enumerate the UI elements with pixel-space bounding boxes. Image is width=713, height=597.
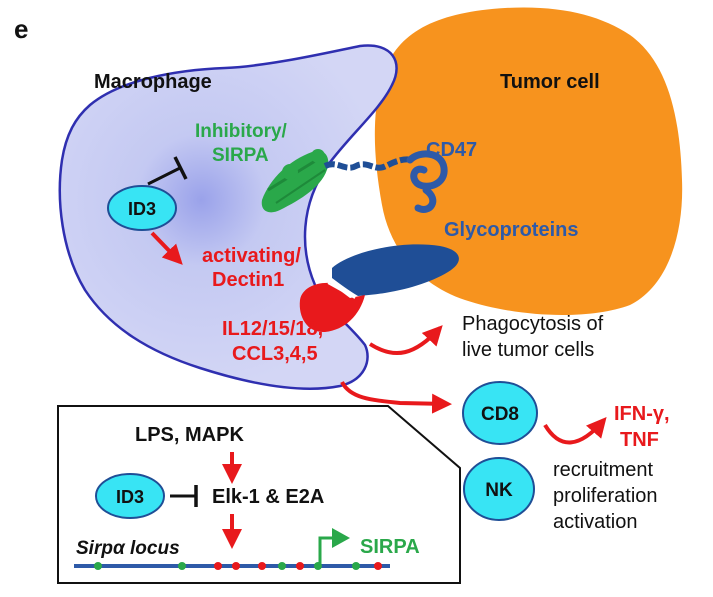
sirpa-receptor-label: SIRPA [212,145,269,166]
lps-mapk-label: LPS, MAPK [135,424,244,446]
cytokines-line2: CCL3,4,5 [232,343,318,365]
phagocytosis-line2: live tumor cells [462,339,594,361]
nk-cell [463,457,535,521]
cytokines-line1: IL12/15/18, [222,318,323,340]
cd47-label: CD47 [426,139,477,161]
inset-box [57,405,461,584]
glycoprotein-shape [332,244,459,296]
dna-sites [94,562,382,570]
activation-label: activation [553,511,638,533]
cd47-chain [323,156,413,171]
sirpa-gene-label: SIRPA [360,536,420,558]
recruitment-label: recruitment [553,459,653,481]
phagocytosis-line1: Phagocytosis of [462,313,604,335]
proliferation-label: proliferation [553,485,658,507]
elk-e2a-label: Elk-1 & E2A [212,486,324,508]
sirpa-receptor [261,149,329,213]
binding-gap [327,282,356,299]
phagocytosis-arrow [368,325,443,356]
id3-ellipse [107,185,177,231]
id3-label: ID3 [128,199,156,219]
dectin1-label: Dectin1 [212,269,284,291]
tnf-label: TNF [620,429,659,451]
inhibitory-label: Inhibitory/ [195,121,288,142]
cd8-cell [462,381,538,445]
transcription-start-icon [318,536,334,566]
cd8-label: CD8 [481,404,519,425]
tumor-cell [374,7,683,316]
panel-letter: e [14,14,28,44]
inset-id3-label: ID3 [116,487,144,507]
ifn-label: IFN-γ, [614,403,670,425]
id3-inhibition-line [147,166,181,186]
ifn-arrow [543,416,607,445]
transcription-arrowhead-icon [332,528,350,548]
inset-id3-ellipse [95,473,165,519]
activating-label: activating/ [202,245,301,267]
id3-inhibition-bar [173,156,188,180]
cd8-arrow [340,380,452,414]
nk-label: NK [485,480,513,501]
id3-activation-arrow [150,231,183,265]
cd47-molecule [406,150,448,213]
sirpa-locus-label: Sirpα locus [76,538,180,559]
dectin1-receptor [299,282,365,333]
macrophage-label: Macrophage [94,71,212,93]
glycoproteins-label: Glycoproteins [444,219,578,241]
tumor-cell-label: Tumor cell [500,71,600,93]
